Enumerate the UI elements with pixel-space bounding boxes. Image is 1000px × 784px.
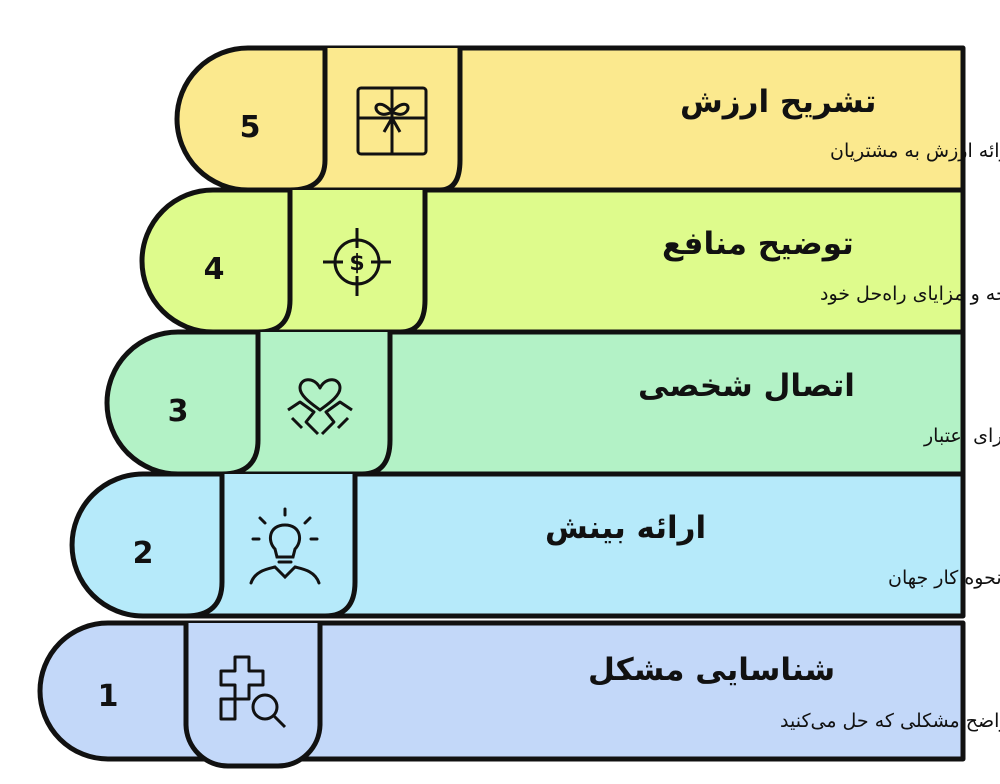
dollar-target-icon: $ [323,228,391,296]
step-row-4: 4 $ توضیح منافع توضیح واضح نتیجه و مزایا… [139,187,1000,335]
lightbulb-person-icon [249,507,321,585]
step-5-number: 5 [240,110,261,145]
step-2-description: نشان دادن دیدگاه منحصربه‌فرد خود درباره … [888,566,1000,589]
step-1-title: شناسایی مشکل [588,652,835,688]
step-5-description: تشریح چگونگی ارائه ارزش به مشتریان [830,139,1000,162]
svg-text:$: $ [349,251,364,276]
step-1-description: شناسایی و توضیح واضح مشکلی که حل می‌کنید [780,710,1000,732]
step-1-connector-band [183,623,323,769]
gift-box-icon [356,86,428,156]
puzzle-search-icon [219,655,287,729]
step-5-title: تشریح ارزش [680,84,876,120]
step-row-2: 2 ارائه بینش نشان دادن دیدگاه منحصربه‌فر… [69,471,1000,619]
step-1-number: 1 [98,679,119,714]
step-row-1: 1 شناسایی مشکل شناسایی و توضیح واضح مشکل… [37,620,1000,769]
step-4-description: توضیح واضح نتیجه و مزایای راه‌حل خود [820,283,1000,305]
step-1-background [37,620,966,762]
step-3-number: 3 [168,394,189,429]
step-2-background [69,471,966,619]
step-row-5: 5 تشریح ارزش تشریح چگونگی ارائه ارزش به … [174,45,1000,193]
step-3-description: پیوند دادن راه‌حل خود با داستان شخصی خود… [923,425,1000,447]
step-2-number: 2 [133,536,154,571]
heart-hands-icon [287,378,353,436]
step-2-title: ارائه بینش [545,510,706,546]
step-4-title: توضیح منافع [662,226,854,262]
step-row-3: 3 اتصال شخصی پیوند دادن راه‌حل خود با دا… [104,329,1000,477]
step-3-title: اتصال شخصی [638,368,855,404]
step-4-number: 4 [204,252,225,287]
